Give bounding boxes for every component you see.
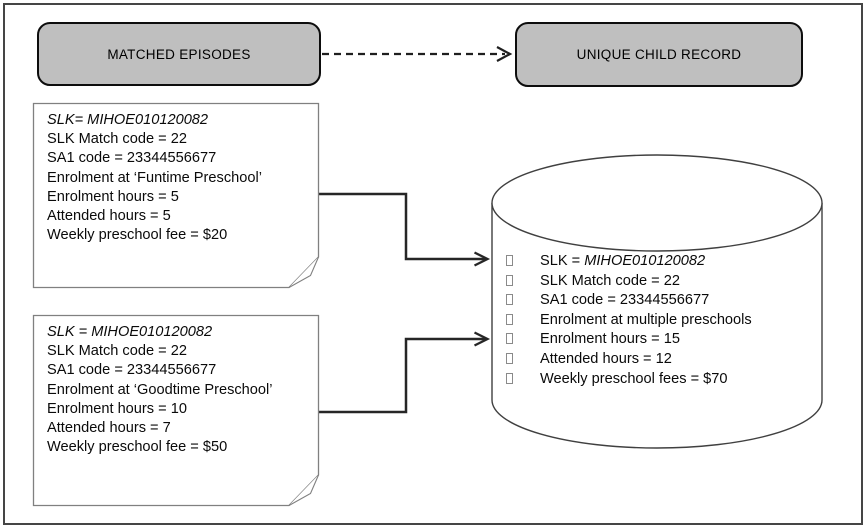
note-line: SLK= MIHOE010120082 (47, 112, 209, 128)
note-line: Attended hours = 5 (47, 208, 171, 225)
cylinder-item: Attended hours = 12 (506, 350, 816, 370)
bullet-icon (506, 352, 513, 364)
unique-child-record-label: UNIQUE CHILD RECORD (576, 47, 742, 62)
cylinder-item-text: Enrolment at multiple preschools (540, 311, 752, 328)
note-line: Attended hours = 7 (47, 420, 171, 437)
cylinder-item-text: SA1 code = 23344556677 (540, 292, 710, 309)
bullet-icon (506, 313, 513, 325)
note-shape-1 (32, 102, 320, 289)
note-1-text: SLK= MIHOE010120082 SLK Match code = 22 … (47, 111, 319, 245)
dashed-arrow (322, 46, 513, 62)
note-2-text: SLK = MIHOE010120082 SLK Match code = 22… (47, 323, 319, 457)
cylinder-item: Enrolment hours = 15 (506, 330, 816, 350)
cylinder-item-text: Enrolment hours = 15 (540, 331, 680, 348)
arrowhead-icon (473, 331, 491, 347)
database-cylinder (491, 154, 823, 449)
bullet-icon (506, 372, 513, 384)
cylinder-record-list: SLK = MIHOE010120082 SLK Match code = 22… (506, 252, 816, 389)
cylinder-item-text: Attended hours = 12 (540, 350, 672, 367)
cylinder-item: Weekly preschool fees = $70 (506, 370, 816, 390)
note-line: Enrolment at ‘Goodtime Preschool’ (47, 381, 273, 398)
unique-child-record-box: UNIQUE CHILD RECORD (515, 22, 803, 87)
folded-corner-icon (288, 474, 320, 506)
note-line: Weekly preschool fee = $50 (47, 439, 228, 456)
bullet-icon (506, 274, 513, 286)
cylinder-item: SLK = MIHOE010120082 (506, 252, 816, 272)
folded-corner-icon (288, 256, 320, 288)
note-line: SA1 code = 23344556677 (47, 150, 217, 167)
cylinder-item: SA1 code = 23344556677 (506, 291, 816, 311)
matched-episodes-label: MATCHED EPISODES (107, 46, 251, 62)
note-line: Enrolment hours = 5 (47, 188, 179, 205)
cylinder-item-text: SLK = MIHOE010120082 (540, 253, 706, 269)
cylinder-item: SLK Match code = 22 (506, 272, 816, 292)
connector-note2-to-cylinder (318, 331, 491, 414)
outer-frame-border (3, 3, 863, 525)
cylinder-item: Enrolment at multiple preschools (506, 311, 816, 331)
cylinder-top-ellipse (491, 154, 823, 252)
bullet-icon (506, 294, 513, 306)
bullet-icon (506, 255, 513, 266)
connector-note1-to-cylinder (318, 192, 491, 267)
cylinder-item-text: Weekly preschool fees = $70 (540, 370, 728, 387)
note-line: Enrolment at ‘Funtime Preschool’ (47, 169, 262, 186)
note-shape-2 (32, 314, 320, 507)
dashed-arrowhead-icon (496, 46, 513, 62)
note-line: SLK Match code = 22 (47, 343, 187, 360)
note-line: SLK Match code = 22 (47, 131, 187, 148)
note-line: Enrolment hours = 10 (47, 400, 187, 417)
cylinder-item-text: SLK Match code = 22 (540, 272, 680, 289)
note-line: SLK = MIHOE010120082 (47, 324, 213, 340)
matched-episodes-box: MATCHED EPISODES (37, 22, 321, 86)
arrowhead-icon (473, 251, 491, 267)
bullet-icon (506, 333, 513, 345)
note-line: SA1 code = 23344556677 (47, 362, 217, 379)
note-line: Weekly preschool fee = $20 (47, 227, 228, 244)
